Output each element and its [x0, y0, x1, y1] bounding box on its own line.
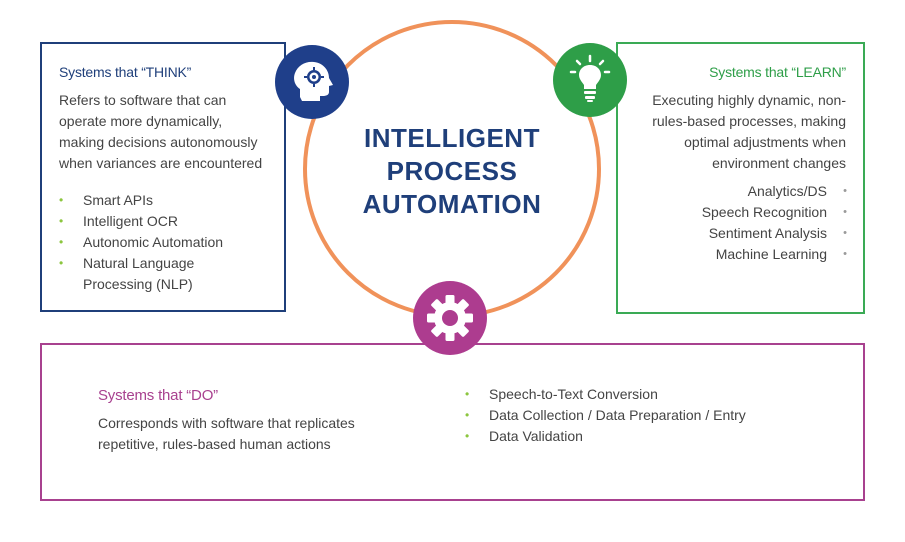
- think-heading: Systems that “THINK”: [59, 64, 192, 80]
- think-desc-line: operate more dynamically,: [59, 113, 223, 129]
- do-list: Speech-to-Text Conversion Data Collectio…: [465, 384, 746, 447]
- learn-desc-line: environment changes: [712, 155, 846, 171]
- learn-panel: Systems that “LEARN” Executing highly dy…: [616, 42, 865, 314]
- list-item: Data Validation: [465, 426, 746, 447]
- think-list: Smart APIs Intelligent OCR Autonomic Aut…: [59, 190, 223, 295]
- list-item: Machine Learning: [702, 244, 848, 265]
- think-desc-line: when variances are encountered: [59, 155, 263, 171]
- center-title-line: AUTOMATION: [362, 189, 542, 219]
- do-panel: Systems that “DO” Corresponds with softw…: [40, 343, 865, 501]
- do-circle: [413, 281, 487, 355]
- learn-desc-line: rules-based processes, making: [652, 113, 846, 129]
- learn-description: Executing highly dynamic, non- rules-bas…: [652, 90, 846, 174]
- center-title: INTELLIGENT PROCESS AUTOMATION: [330, 122, 574, 221]
- head-gear-icon: [294, 61, 333, 101]
- list-item: Smart APIs: [59, 190, 223, 211]
- do-heading: Systems that “DO”: [98, 387, 218, 404]
- center-title-line: INTELLIGENT: [364, 123, 540, 153]
- learn-heading: Systems that “LEARN”: [709, 64, 846, 80]
- list-item: Speech Recognition: [702, 202, 848, 223]
- learn-list: Analytics/DS Speech Recognition Sentimen…: [702, 181, 848, 265]
- do-desc-line: Corresponds with software that replicate…: [98, 415, 355, 431]
- learn-circle: [553, 43, 627, 117]
- list-item: Autonomic Automation: [59, 232, 223, 253]
- list-item: Analytics/DS: [702, 181, 848, 202]
- list-item: Sentiment Analysis: [702, 223, 848, 244]
- center-ring: [303, 20, 601, 318]
- list-item-continuation: Processing (NLP): [83, 276, 193, 292]
- center-title-line: PROCESS: [386, 156, 518, 186]
- list-item: Data Collection / Data Preparation / Ent…: [465, 405, 746, 426]
- learn-desc-line: optimal adjustments when: [684, 134, 846, 150]
- think-circle: [275, 45, 349, 119]
- think-desc-line: making decisions autonomously: [59, 134, 258, 150]
- list-item: Speech-to-Text Conversion: [465, 384, 746, 405]
- think-description: Refers to software that can operate more…: [59, 90, 262, 174]
- learn-desc-line: Executing highly dynamic, non-: [652, 92, 846, 108]
- do-description: Corresponds with software that replicate…: [98, 413, 355, 455]
- gear-icon: [427, 295, 473, 341]
- list-item: Natural Language: [59, 253, 223, 274]
- do-desc-line: repetitive, rules-based human actions: [98, 436, 331, 452]
- think-panel: Systems that “THINK” Refers to software …: [40, 42, 286, 312]
- think-desc-line: Refers to software that can: [59, 92, 227, 108]
- lightbulb-icon: [569, 54, 611, 102]
- list-item: Intelligent OCR: [59, 211, 223, 232]
